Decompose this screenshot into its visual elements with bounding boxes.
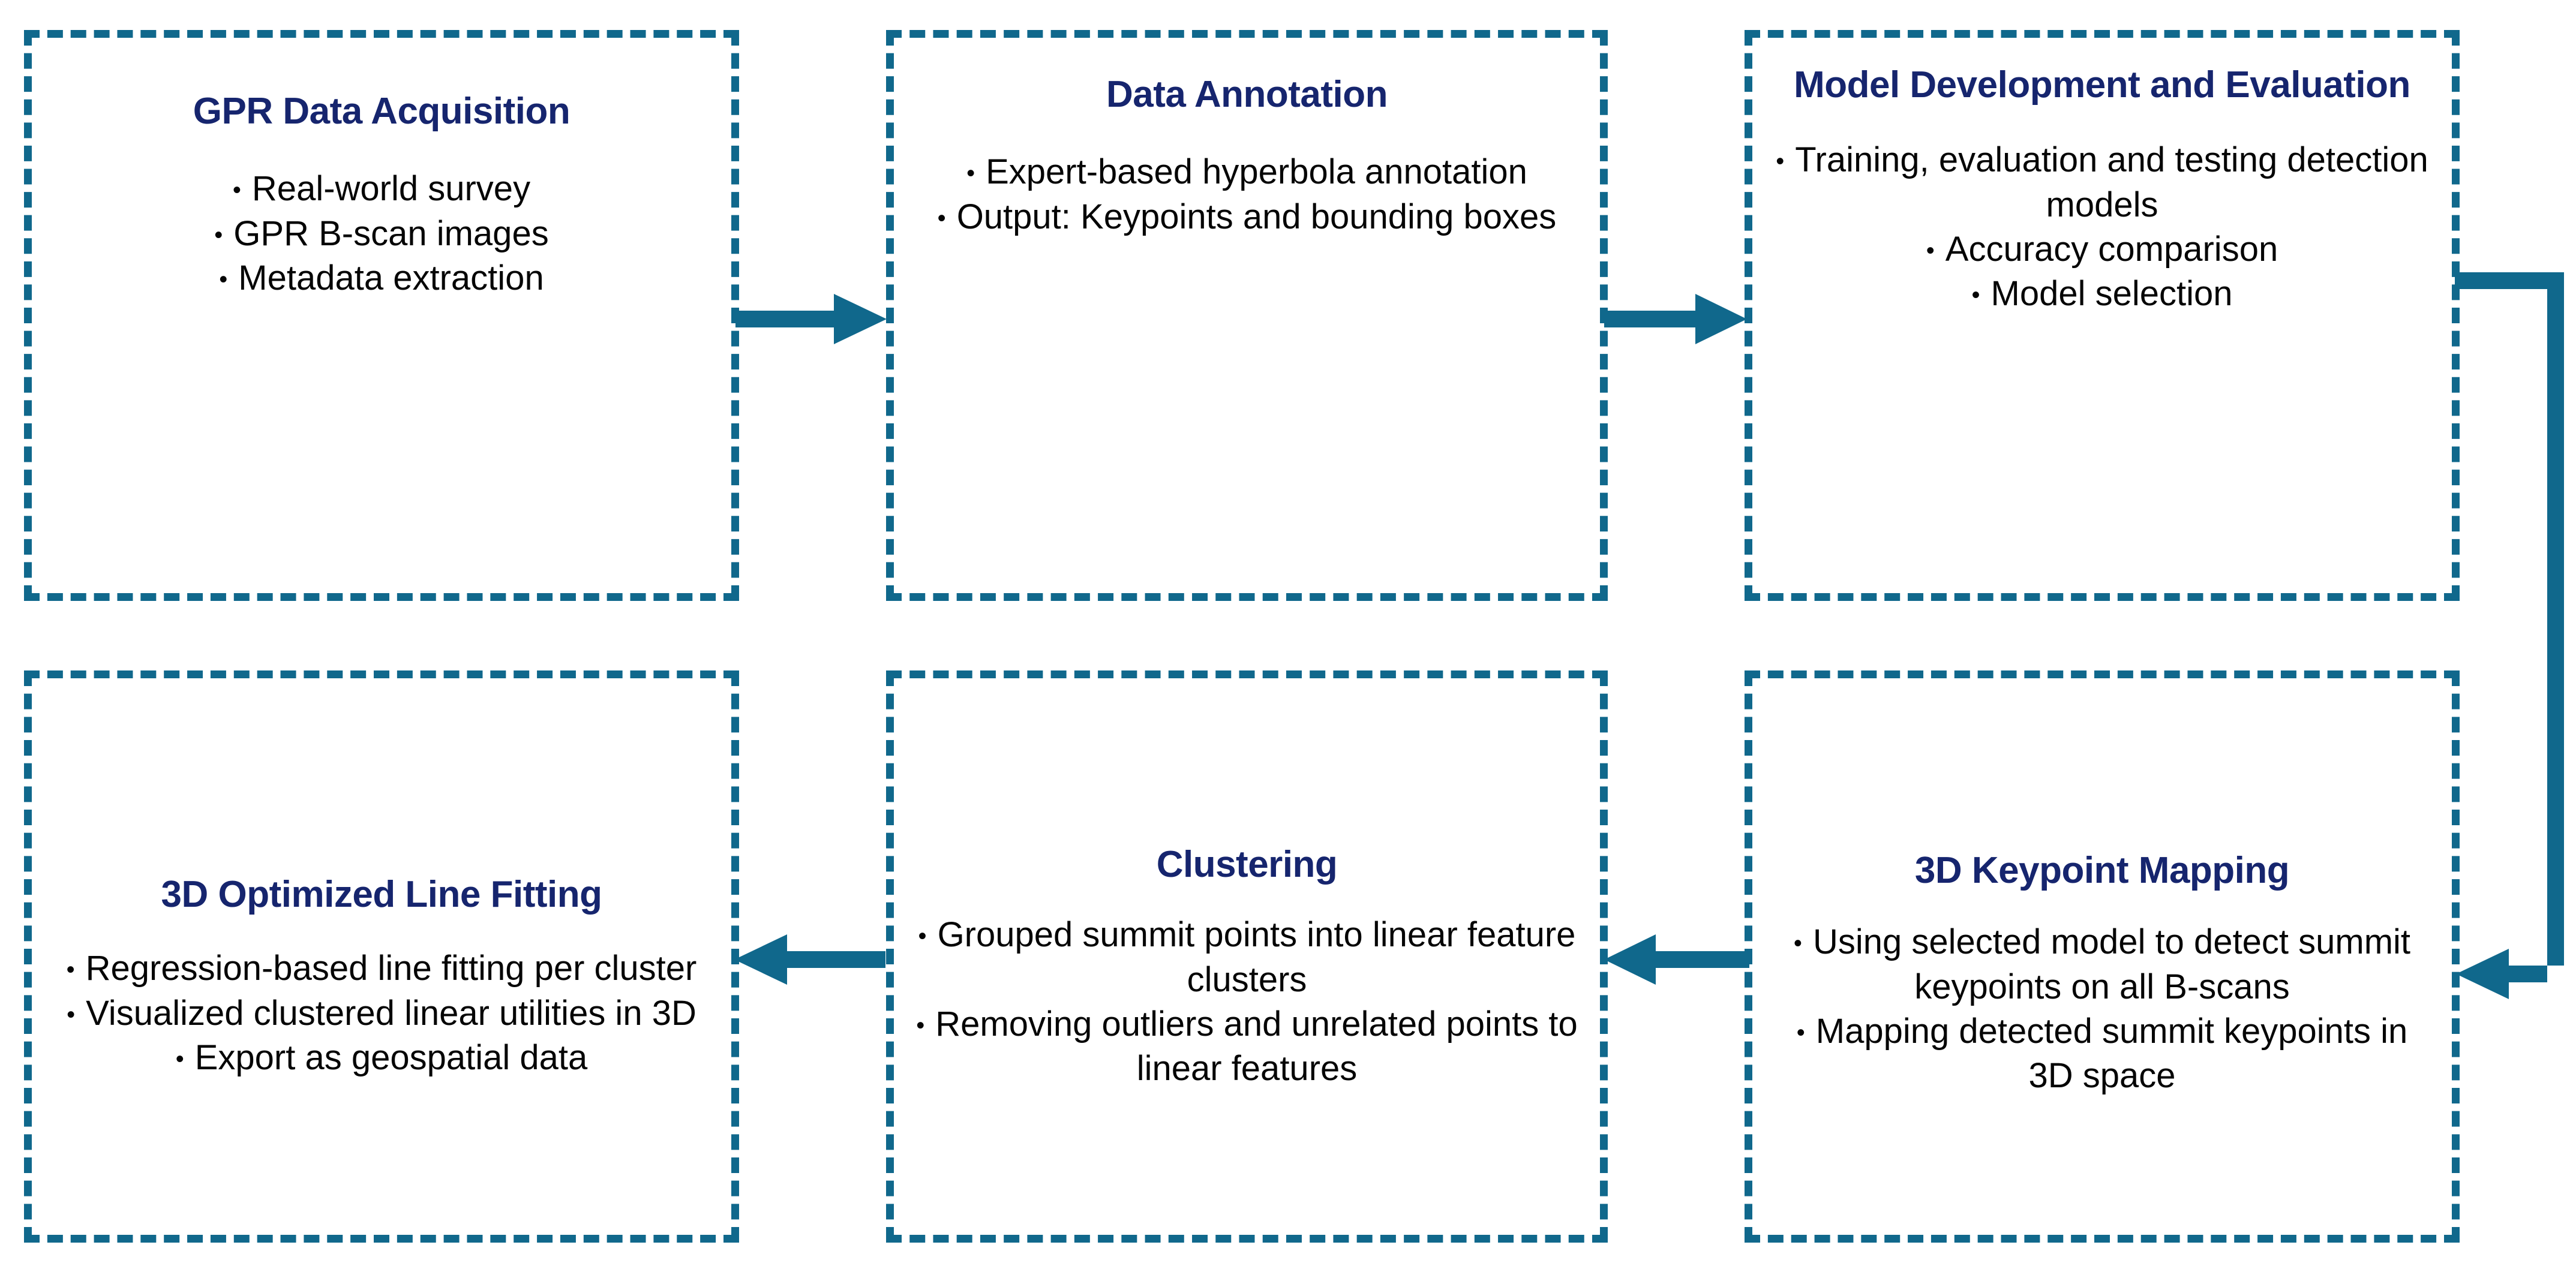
list-item-label: Regression-based line fitting per cluste… xyxy=(85,949,697,988)
arrow-left-icon xyxy=(734,934,885,985)
bullet-icon: • xyxy=(214,221,223,248)
bullet-icon: • xyxy=(966,160,975,187)
box-bullet-list: •Real-world survey •GPR B-scan images •M… xyxy=(50,167,713,300)
arrow-right-icon xyxy=(1604,294,1747,344)
list-item-label: Real-world survey xyxy=(251,169,531,209)
box-title: Clustering xyxy=(1156,844,1338,885)
arrow-right-icon xyxy=(735,294,887,344)
list-item: • Metadata extraction xyxy=(50,256,713,300)
list-item-label: Training, evaluation and testing detecti… xyxy=(1795,140,2428,224)
bullet-icon: • xyxy=(232,177,241,204)
process-box-3d-keypoint-mapping[interactable]: 3D Keypoint Mapping • Using selected mode… xyxy=(1745,670,2460,1243)
list-item-label: Mapping detected summit keypoints in 3D … xyxy=(1815,1011,2408,1096)
process-box-model-development-and-evaluation[interactable]: Model Development and Evaluation • Traini… xyxy=(1745,30,2460,601)
list-item-label: Model selection xyxy=(1990,274,2233,314)
list-item: • Regression-based line fitting per clust… xyxy=(50,946,713,991)
box-bullet-list: • Expert-based hyperbola annotation • Outp… xyxy=(912,150,1582,239)
bullet-icon: • xyxy=(1971,282,1980,309)
list-item-label: Using selected model to detect summit ke… xyxy=(1812,922,2411,1006)
arrow-annotation-to-model xyxy=(1604,290,1748,348)
list-item: • Removing outliers and unrelated points … xyxy=(912,1002,1582,1091)
list-item-label: Export as geospatial data xyxy=(194,1038,588,1077)
box-title: 3D Optimized Line Fitting xyxy=(161,874,602,915)
list-item: • Using selected model to detect summit k… xyxy=(1770,920,2434,1009)
process-box-data-annotation[interactable]: Data Annotation • Expert-based hyperbola … xyxy=(886,30,1608,601)
list-item-label: GPR B-scan images xyxy=(233,213,549,253)
box-title: Data Annotation xyxy=(1106,74,1388,115)
list-item-label: Accuracy comparison xyxy=(1945,229,2278,269)
bullet-icon: • xyxy=(67,1001,76,1028)
list-item-label: Removing outliers and unrelated points t… xyxy=(935,1004,1578,1088)
arrow-keypoint-mapping-to-clustering xyxy=(1603,931,1749,988)
box-title: GPR Data Acquisition xyxy=(193,91,571,132)
bullet-icon: • xyxy=(175,1045,184,1072)
list-item: • Accuracy comparison xyxy=(1770,227,2434,272)
list-item: • GPR B-scan images xyxy=(50,212,713,256)
bullet-icon: • xyxy=(66,957,75,984)
box-bullet-list: • Training, evaluation and testing detect… xyxy=(1770,138,2434,316)
box-title: 3D Keypoint Mapping xyxy=(1914,850,2290,891)
list-item: • Mapping detected summit keypoints in 3D… xyxy=(1770,1009,2434,1098)
bullet-icon: • xyxy=(1793,930,1802,957)
bullet-icon: • xyxy=(219,266,228,293)
box-bullet-list: • Grouped summit points into linear featu… xyxy=(912,913,1582,1091)
list-item: • Visualized clustered linear utilities i… xyxy=(50,991,713,1036)
arrow-acquisition-to-annotation xyxy=(735,290,888,348)
list-item-label: Expert-based hyperbola annotation xyxy=(986,152,1527,192)
list-item-label: Output: Keypoints and bounding boxes xyxy=(956,197,1557,236)
list-item: • Model selection xyxy=(1770,272,2434,316)
list-item-label: Visualized clustered linear utilities in… xyxy=(86,993,696,1033)
list-item: • Expert-based hyperbola annotation xyxy=(912,150,1582,194)
list-item-label: Grouped summit points into linear featur… xyxy=(937,915,1576,999)
process-box-gpr-data-acquisition[interactable]: GPR Data Acquisition •Real-world survey … xyxy=(24,30,739,601)
process-box-clustering[interactable]: Clustering • Grouped summit points into l… xyxy=(886,670,1608,1243)
bullet-icon: • xyxy=(918,923,927,950)
list-item: • Grouped summit points into linear featu… xyxy=(912,913,1582,1002)
arrow-elbow-down-left-icon xyxy=(2455,272,2564,999)
bullet-icon: • xyxy=(1926,237,1935,264)
list-item: • Training, evaluation and testing detect… xyxy=(1770,138,2434,227)
list-item: • Output: Keypoints and bounding boxes xyxy=(912,195,1582,239)
bullet-icon: • xyxy=(1776,148,1785,175)
box-title: Model Development and Evaluation xyxy=(1794,64,2410,106)
bullet-icon: • xyxy=(1796,1019,1805,1046)
list-item: • Export as geospatial data xyxy=(50,1036,713,1080)
bullet-icon: • xyxy=(916,1012,925,1039)
arrow-clustering-to-line-fitting xyxy=(733,931,885,988)
bullet-icon: • xyxy=(937,205,946,231)
arrow-left-icon xyxy=(1604,934,1749,985)
box-bullet-list: • Regression-based line fitting per clust… xyxy=(50,946,713,1080)
box-bullet-list: • Using selected model to detect summit k… xyxy=(1770,920,2434,1098)
list-item-label: Metadata extraction xyxy=(238,258,544,297)
list-item: • Real-world survey xyxy=(50,167,713,211)
arrow-model-to-keypoint-mapping xyxy=(2454,271,2576,999)
process-box-3d-optimized-line-fitting[interactable]: 3D Optimized Line Fitting • Regression-ba… xyxy=(24,670,739,1243)
